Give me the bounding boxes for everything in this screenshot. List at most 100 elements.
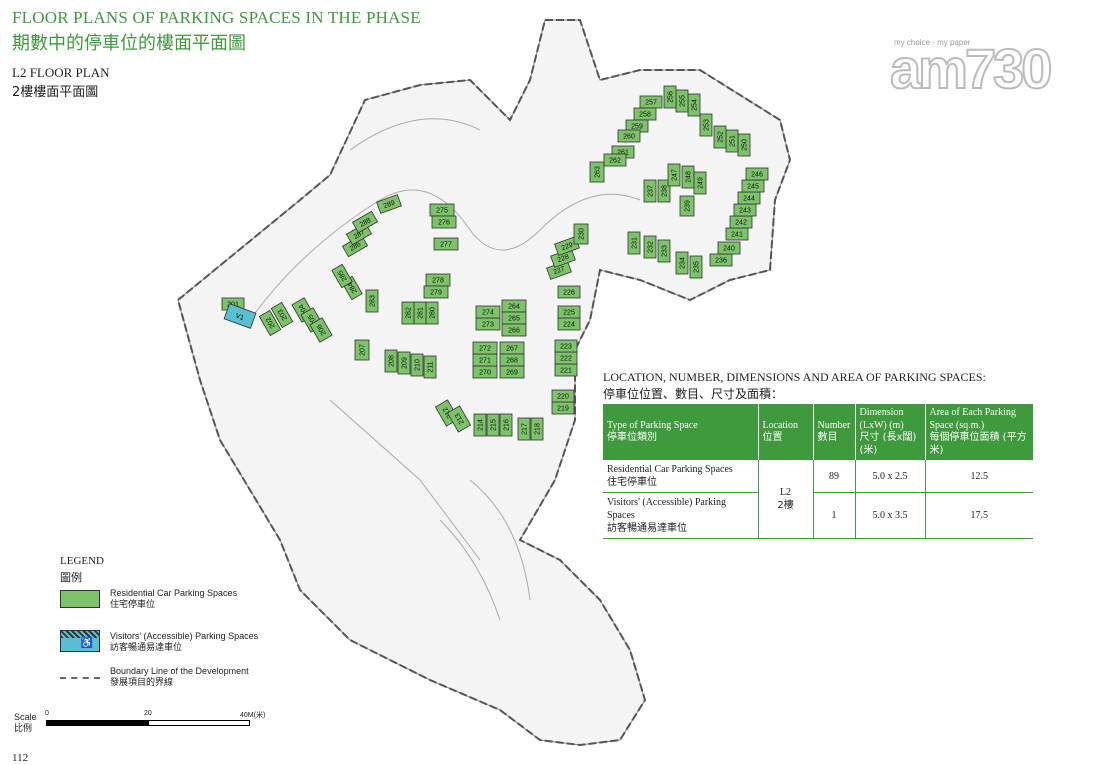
floor-plan-subtitle-zh: 2樓樓面平面圖 [12,85,99,100]
parking-space-213: 213 [446,405,472,433]
parking-space-label: 222 [560,356,572,363]
parking-space-label: 216 [504,419,511,431]
parking-space-209: 209 [397,351,411,375]
parking-space-label: 274 [482,310,494,317]
parking-space-label: 215 [491,419,498,431]
boundary-line [176,19,792,747]
parking-space-label: 217 [522,423,529,435]
parking-space-234: 234 [675,251,689,275]
parking-space-label: 243 [739,208,751,215]
parking-space-245: 245 [741,179,765,193]
parking-space-267: 267 [499,341,525,355]
parking-space-235: 235 [689,255,703,279]
parking-space-label: 286 [349,241,363,253]
parking-space-label: 214 [478,419,485,431]
parking-space-label: 263 [595,166,602,178]
ramp-roads [249,118,641,621]
legend-visitor-swatch: ♿ [60,630,100,652]
parking-space-272: 272 [472,341,498,355]
parking-space-label: 257 [645,100,657,107]
parking-space-label: 225 [563,310,575,317]
parking-space-249: 249 [693,171,707,195]
parking-space-206: 206 [309,317,333,343]
parking-space-label: 287 [353,229,367,241]
wheelchair-icon: ♿ [80,638,93,649]
parking-space-263: 263 [589,161,605,183]
parking-space-label: 272 [479,346,491,353]
parking-space-257: 257 [639,95,663,109]
parking-space-266: 266 [501,323,527,337]
parking-space-label: 207 [360,344,367,356]
page-number: 112 [12,752,29,764]
parking-space-label: 262 [609,158,621,165]
scale-bar [46,720,250,726]
parking-space-202: 202 [258,309,282,337]
parking-space-label: 269 [506,370,518,377]
parking-space-279: 279 [423,285,449,299]
parking-space-282: 282 [401,301,415,325]
parking-space-label: 224 [563,322,575,329]
parking-space-289: 289 [376,194,402,214]
parking-space-238: 238 [657,179,671,203]
location-heading-en: LOCATION, NUMBER, DIMENSIONS AND AREA OF… [603,370,986,384]
parking-space-label: 202 [265,316,277,330]
parking-space-283: 283 [365,289,379,313]
parking-space-226: 226 [557,285,581,299]
parking-space-label: 256 [668,91,675,103]
parking-space-label: 244 [743,196,755,203]
legend-title-zh: 圖例 [60,571,82,584]
parking-space-222: 222 [554,351,578,365]
scale-tick-20: 20 [144,710,152,717]
parking-space-243: 243 [733,203,757,217]
parking-space-232: 232 [643,235,657,259]
parking-space-220: 220 [551,389,575,403]
parking-space-label: 208 [389,355,396,367]
parking-space-217: 217 [517,417,531,441]
parking-space-label: 206 [316,323,328,337]
parking-space-274: 274 [475,305,501,319]
parking-space-label: 211 [428,361,435,372]
parking-space-218: 218 [530,417,544,441]
parking-space-277: 277 [433,237,459,251]
parking-space-label: 240 [723,246,735,253]
watermark-logo: am730 my choice · my paper [889,30,1070,110]
parking-space-label: 264 [508,304,520,311]
parking-space-271: 271 [472,353,498,367]
parking-space-251: 251 [725,129,739,153]
scale-tick-0: 0 [45,710,49,717]
parking-space-203: 203 [270,301,294,329]
parking-space-264: 264 [501,299,527,313]
parking-space-210: 210 [410,353,424,377]
parking-space-label: 228 [557,254,570,265]
parking-space-269: 269 [499,365,525,379]
parking-space-label: 282 [406,307,413,319]
logo-text: am730 [889,36,1053,101]
parking-space-240: 240 [717,241,741,255]
parking-space-241: 241 [725,227,749,241]
parking-space-label: 251 [730,135,737,147]
parking-space-label: 281 [418,307,425,319]
parking-space-244: 244 [737,191,761,205]
parking-space-label: 278 [432,278,444,285]
parking-space-260: 260 [617,129,641,143]
parking-space-label: 260 [623,134,635,141]
parking-spaces: 2012022032042052062072082092102112122132… [221,85,769,441]
floor-plan-subtitle-en: L2 FLOOR PLAN [12,65,110,80]
parking-space-219: 219 [551,401,575,415]
parking-space-246: 246 [745,167,769,181]
parking-space-224: 224 [557,317,581,331]
location-heading-zh: 停車位位置、數目、尺寸及面積： [603,387,784,401]
legend-residential-swatch [60,590,100,608]
parking-space-278: 278 [425,273,451,287]
parking-space-label: 271 [479,358,491,365]
parking-space-label: 221 [560,368,572,375]
parking-space-label: 223 [560,344,572,351]
parking-space-label: 241 [731,232,743,239]
parking-space-273: 273 [475,317,501,331]
parking-space-207: 207 [354,339,370,361]
